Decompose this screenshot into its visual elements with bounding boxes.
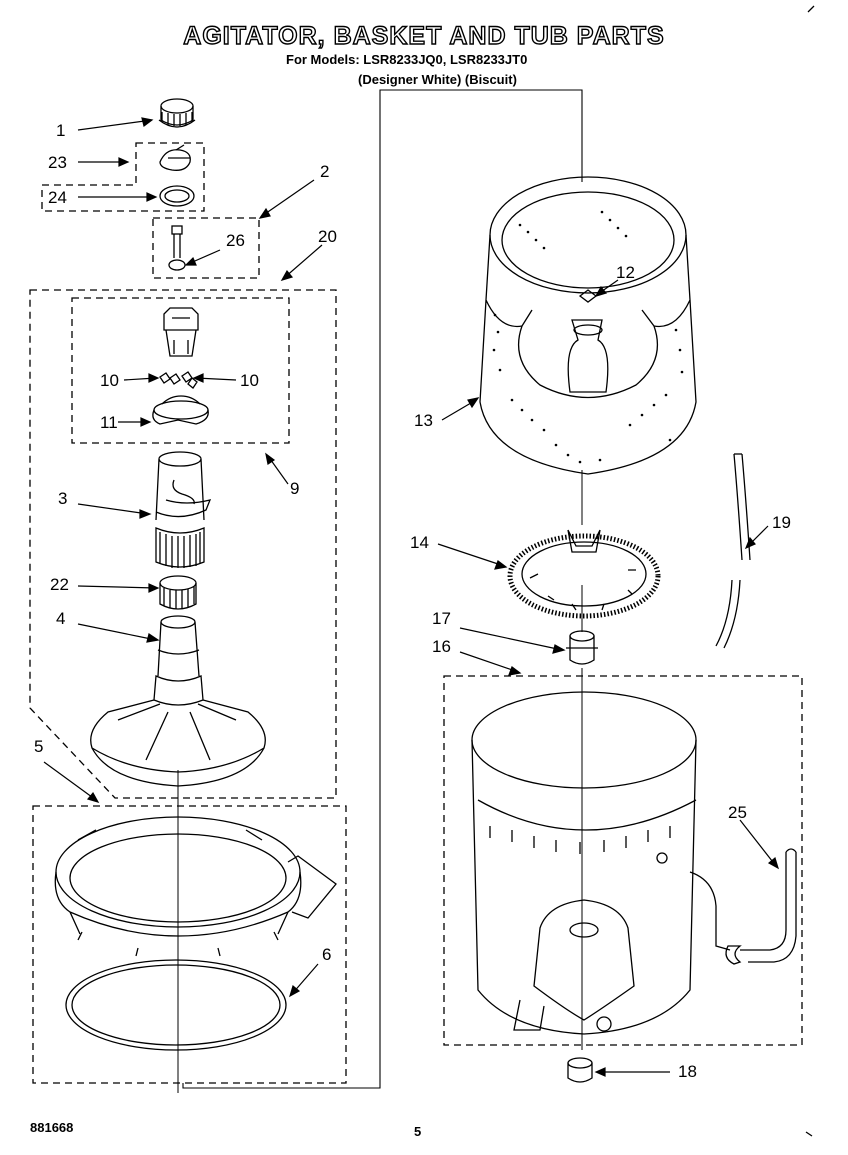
basket-perforations (492, 210, 684, 464)
callout-20: 20 (318, 227, 337, 246)
callout-10-left: 10 (100, 371, 119, 390)
callout-13: 13 (414, 411, 433, 430)
callout-10-right: 10 (240, 371, 259, 390)
box-5-6 (32, 805, 347, 1084)
connector-line (182, 89, 583, 1089)
callout-23: 23 (48, 153, 67, 172)
basket-part (479, 176, 697, 475)
document-number: 881668 (30, 1120, 74, 1135)
page-number: 5 (414, 1124, 422, 1139)
callout-2: 2 (320, 162, 330, 181)
hub-nut-part (566, 630, 598, 665)
callout-5: 5 (34, 737, 44, 756)
group-boxes (29, 142, 803, 1084)
callout-17: 17 (432, 609, 451, 628)
page-title: AGITATOR, BASKET AND TUB PARTS (183, 21, 665, 50)
drain-hose-part (689, 848, 797, 965)
callout-4: 4 (56, 609, 66, 628)
callout-25: 25 (728, 803, 747, 822)
callout-19: 19 (772, 513, 791, 532)
box-20 (29, 289, 337, 799)
tub-ring-part (54, 816, 337, 957)
cap-part (158, 98, 196, 128)
callout-3: 3 (58, 489, 68, 508)
callout-18: 18 (678, 1062, 697, 1081)
tub-nut-part (567, 1057, 593, 1083)
colors-line: (Designer White) (Biscuit) (358, 72, 517, 87)
callout-14: 14 (410, 533, 429, 552)
leader-arrows (43, 117, 779, 1077)
oring-part (159, 185, 195, 207)
auger-part (155, 451, 212, 568)
outer-tub-part (471, 691, 697, 1035)
seal-ring-part (65, 959, 287, 1051)
callout-16: 16 (432, 637, 451, 656)
callout-12: 12 (616, 263, 635, 282)
callout-24: 24 (48, 188, 67, 207)
callout-1: 1 (56, 121, 66, 140)
agitator-dogs-part (152, 307, 209, 425)
box-16 (443, 675, 803, 1046)
hub-disk-part (507, 529, 661, 619)
corner-marks (805, 5, 815, 1137)
agitator-base-part (90, 615, 266, 787)
hose-part (715, 453, 751, 649)
bolt-part (168, 225, 186, 271)
callout-9: 9 (290, 479, 300, 498)
ratchet-part (159, 575, 197, 610)
callout-22: 22 (50, 575, 69, 594)
box-2-26 (152, 217, 260, 279)
callout-26: 26 (226, 231, 245, 250)
models-line: For Models: LSR8233JQ0, LSR8233JT0 (286, 52, 528, 67)
box-9 (71, 297, 290, 444)
callout-11: 11 (100, 413, 118, 432)
callout-6: 6 (322, 945, 332, 964)
clip-part (159, 144, 191, 171)
